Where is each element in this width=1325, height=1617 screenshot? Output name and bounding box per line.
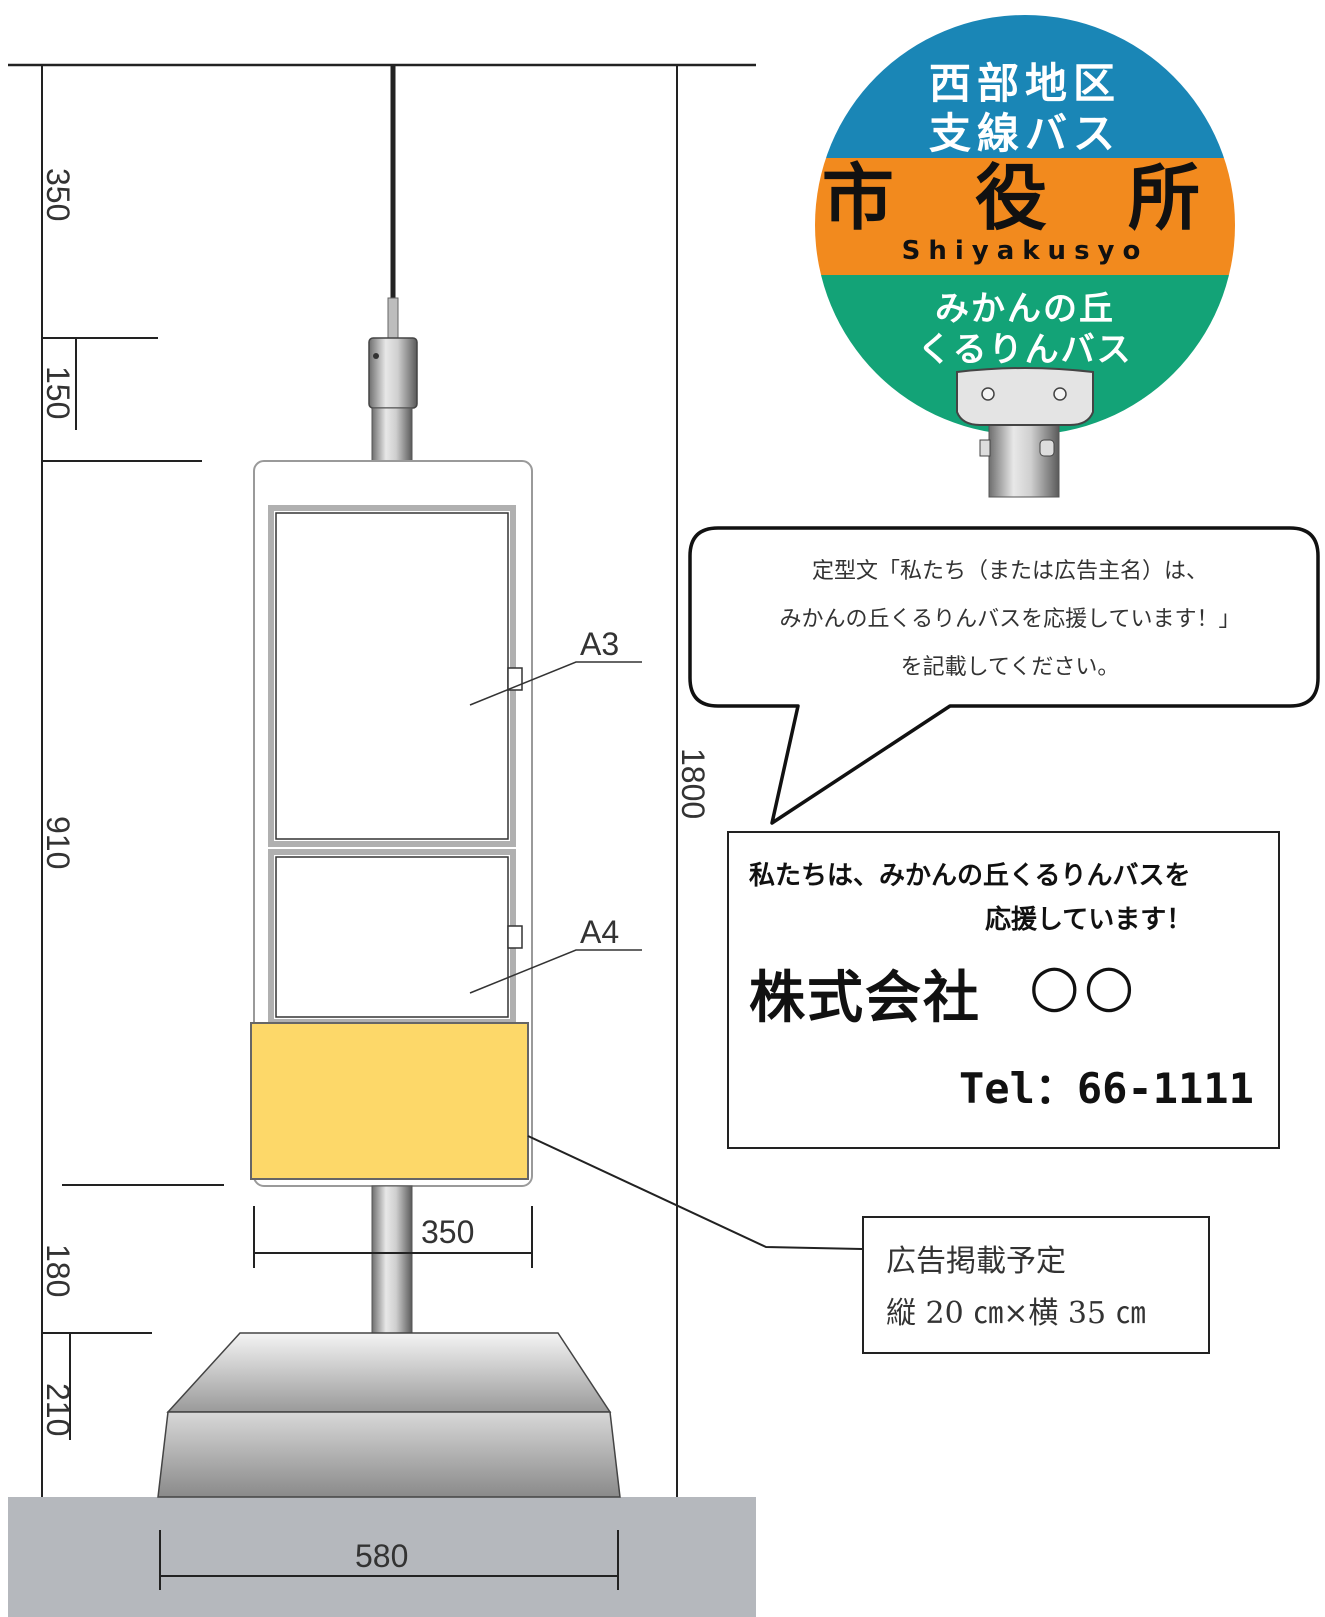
- dim-910-label: 910: [40, 816, 76, 869]
- ad-space-note: 広告掲載予定 縦 20 ㎝×横 35 ㎝: [862, 1216, 1210, 1354]
- sign-bottom-line1: みかんの丘: [935, 289, 1115, 329]
- ad-note-leader: [527, 1135, 863, 1250]
- base-top: [166, 1332, 612, 1413]
- ad-example-company-name: ○○: [1029, 951, 1139, 1019]
- ad-space-note-line2: 縦 20 ㎝×横 35 ㎝: [886, 1296, 1146, 1331]
- ad-example-box: 私たちは、みかんの丘くるりんバスを 応援しています！ 株式会社 ○○ Tel：6…: [727, 831, 1280, 1149]
- bubble-line2: みかんの丘くるりんバスを応援しています！」: [779, 607, 1241, 632]
- a3-leader: [469, 661, 642, 706]
- frame-width-label: 350: [421, 1214, 474, 1250]
- dim-180-label: 180: [40, 1244, 76, 1297]
- joint-bolt: [373, 353, 379, 359]
- sign-top-line2: 支線バス: [928, 109, 1121, 158]
- wire-connector: [387, 297, 399, 339]
- ad-example-line1: 私たちは、みかんの丘くるりんバスを: [749, 861, 1191, 891]
- sign-stop-name-roman: Shiyakusyo: [901, 236, 1149, 266]
- panel-clip: [507, 925, 523, 949]
- lower-panel: [275, 856, 509, 1018]
- ad-space-note-line1: 広告掲載予定: [886, 1244, 1066, 1279]
- base-width-label: 580: [355, 1538, 408, 1574]
- speech-bubble: [688, 526, 1320, 825]
- ad-space-panel: [250, 1022, 529, 1180]
- sign-middle-band: [815, 158, 1235, 275]
- bracket-bolt: [1053, 387, 1067, 401]
- sign-bracket: [956, 367, 1094, 426]
- a4-label: A4: [580, 914, 619, 950]
- ground: [8, 1497, 756, 1617]
- bubble-line1: 定型文「私たち（または広告主名）は、: [811, 559, 1208, 584]
- bubble-line3: を記載してください。: [900, 655, 1120, 680]
- sign-pole: [988, 424, 1060, 498]
- lower-pole: [371, 1185, 413, 1335]
- a3-label: A3: [580, 626, 619, 662]
- sign-pole-clamp: [1039, 439, 1055, 457]
- base-bottom: [157, 1411, 621, 1498]
- upper-panel: [275, 512, 509, 840]
- bracket-bolt: [981, 387, 995, 401]
- ad-example-line2: 応援しています！: [985, 905, 1193, 935]
- sign-stop-name: 市 役 所: [821, 156, 1229, 240]
- sign-top-line1: 西部地区: [928, 59, 1121, 108]
- sign-bottom-line2: くるりんバス: [917, 330, 1133, 370]
- dim-1800-label: 1800: [675, 748, 711, 819]
- pole-joint: [368, 337, 418, 409]
- ad-example-tel: Tel：66-1111: [959, 1064, 1254, 1113]
- ad-example-company: 株式会社: [749, 966, 981, 1031]
- speech-bubble-text: 定型文「私たち（または広告主名）は、 みかんの丘くるりんバスを応援しています！」…: [690, 548, 1325, 692]
- dim-350-label: 350: [40, 168, 76, 221]
- sign-pole-clamp: [979, 439, 991, 457]
- dim-210-label: 210: [40, 1383, 76, 1436]
- dim-150-label: 150: [40, 366, 76, 419]
- a4-leader: [469, 949, 642, 994]
- panel-clip: [507, 667, 523, 691]
- upper-pole: [371, 407, 413, 463]
